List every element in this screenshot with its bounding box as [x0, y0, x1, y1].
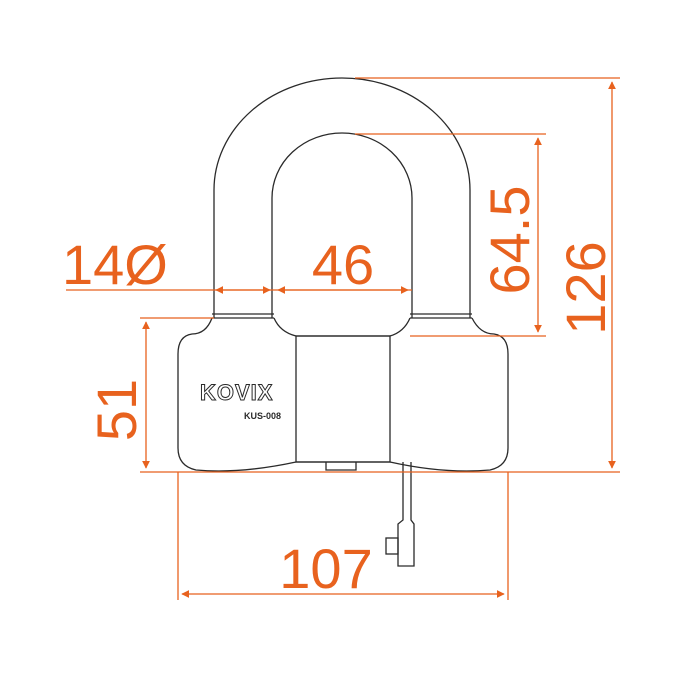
- key-shaft: [397, 462, 415, 567]
- dimension-labels: 14Ø 46 64.5 126 51 107: [62, 186, 617, 601]
- key-bow: [385, 537, 399, 555]
- shackle-collar-right: [410, 313, 472, 319]
- dimension-lines: [66, 77, 620, 600]
- bottom-latch: [325, 462, 357, 471]
- model-label: KUS-008: [244, 411, 281, 421]
- label-body-width: 107: [279, 537, 372, 600]
- brand-logo: KOVIX: [200, 380, 273, 405]
- label-shackle-diameter: 14Ø: [62, 233, 168, 296]
- body-top-right: [389, 317, 411, 337]
- label-inner-height: 64.5: [478, 186, 541, 295]
- label-total-height: 126: [554, 241, 617, 334]
- label-body-height: 51: [85, 379, 148, 441]
- shackle-collar-left: [212, 313, 274, 319]
- label-inner-width: 46: [312, 233, 374, 296]
- lock-outline: [177, 77, 509, 567]
- shackle-outer: [213, 77, 471, 318]
- cylinder-block: [295, 335, 391, 463]
- shackle-inner: [271, 132, 413, 318]
- body-top-left: [273, 317, 297, 337]
